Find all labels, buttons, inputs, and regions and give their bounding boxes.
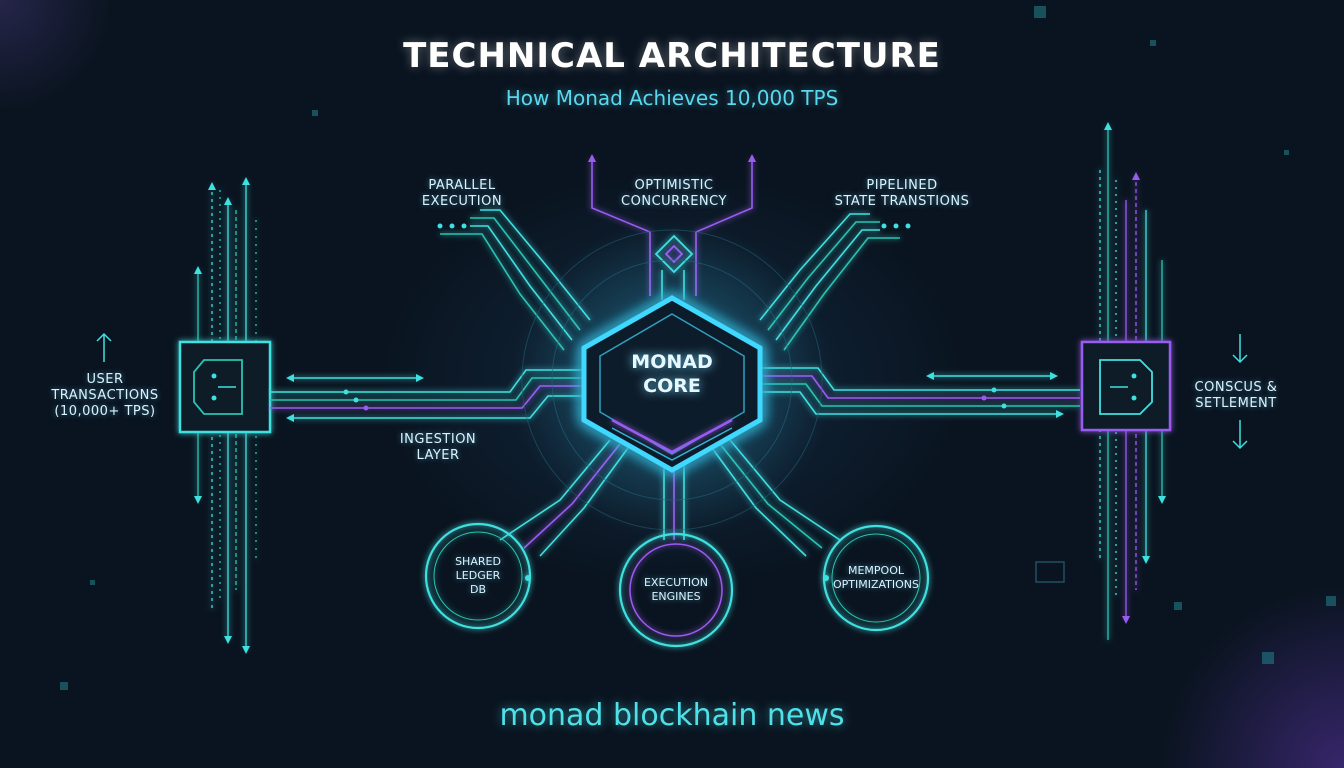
label-ingestion-layer: INGESTION LAYER [399,432,477,463]
core-label: MONAD CORE [631,351,713,397]
label-execution-engines: EXECUTION ENGINES [643,576,709,603]
background-box [1035,561,1065,583]
label-shared-ledger: SHARED LEDGER DB [455,555,501,596]
mempool-circle [822,524,930,632]
right-processor-node [1080,340,1172,432]
brand-footer: monad blockhain news [499,698,845,733]
optimistic-concurrency-arrows [588,154,756,162]
left-stream-arrows [194,177,250,654]
engines-circle [618,532,734,648]
side-direction-arrows [96,332,1248,450]
label-mempool-optimizations: MEMPOOL OPTIMIZATIONS [832,564,920,591]
label-parallel-execution: PARALLEL EXECUTION [421,178,503,209]
background-pixels [60,6,1336,690]
label-consensus-settlement: CONSCUS & SETLEMENT [1194,380,1278,411]
left-processor-node [178,340,272,434]
page-subtitle: How Monad Achieves 10,000 TPS [505,86,839,110]
monad-core-hexagon [581,295,763,473]
left-bus-arrows [286,374,424,422]
label-optimistic-concurrency: OPTIMISTIC CONCURRENCY [621,178,727,209]
parallel-execution-dots [437,223,467,229]
label-pipelined-state: PIPELINED STATE TRANSTIONS [834,178,970,209]
pipelined-state-dots [881,223,911,229]
ledger-circle [424,522,532,630]
right-stream-arrows [1104,122,1166,624]
page-title: TECHNICAL ARCHITECTURE [403,36,941,76]
label-user-transactions: USER TRANSACTIONS (10,000+ TPS) [51,372,159,419]
right-bus-arrows [926,372,1064,418]
